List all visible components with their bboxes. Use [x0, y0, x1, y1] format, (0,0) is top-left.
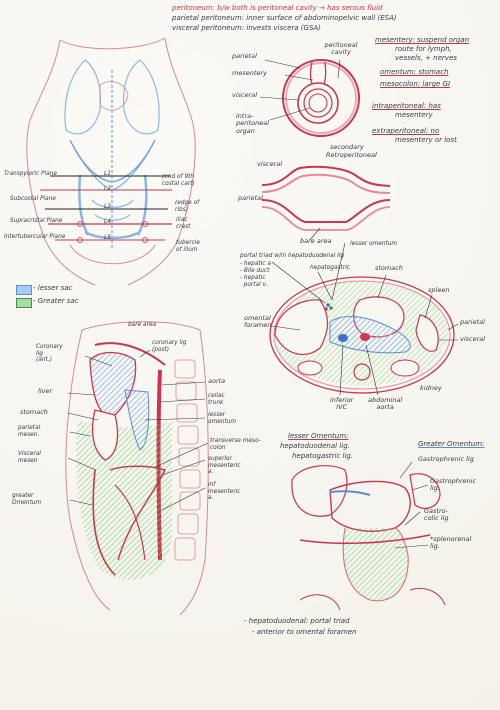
- def-extraperitoneal-text: extraperitoneal: no: [372, 127, 440, 135]
- label-kidney-cs: kidney: [420, 384, 442, 392]
- label-liver-sag: liver: [38, 387, 53, 395]
- def-mesentery: mesentery: suspend organ: [375, 36, 469, 45]
- label-visceral-mesen: Visceral mesen: [18, 451, 41, 464]
- note-greater-omentum-title-text: Greater Omentum:: [418, 440, 485, 448]
- label-gastrocolic: Gastro- colic lig: [424, 507, 449, 523]
- label-tubercle-ilium: tubercle of ilium: [176, 240, 200, 253]
- label-hepatic-a: - hepatic a: [240, 261, 271, 267]
- legend-swatch-greater-sac: [16, 298, 32, 308]
- note-hepatoduodenal: hepatoduodenal lig.: [280, 442, 350, 450]
- legend-swatch-lesser-sac: [16, 285, 32, 295]
- label-l4: L4: [104, 219, 111, 225]
- label-l5: L5: [104, 235, 111, 241]
- def-mesentery-3: vessels, + nerves: [395, 54, 457, 62]
- def-intraperitoneal-text: intraperitoneal: has: [372, 102, 441, 110]
- retroperitoneal-diagram: [261, 165, 391, 241]
- label-spleen-cs: spleen: [428, 286, 450, 294]
- label-peritoneal-cavity: peritoneal cavity: [324, 41, 358, 57]
- note-anterior-foramen: - anterior to omental foramen: [252, 628, 357, 636]
- label-supracristal-plane: Supracristal Plane: [10, 218, 63, 224]
- label-visceral: visceral: [232, 91, 258, 99]
- label-l3: L3: [104, 204, 111, 210]
- label-retro-parietal: parietal: [238, 194, 263, 202]
- label-bare-area: bare area: [300, 237, 332, 245]
- note-hepatogastric: hepatogastric lig.: [292, 452, 354, 460]
- note-visceral-peritoneum: visceral peritoneum: invests viscera (GS…: [172, 24, 321, 33]
- label-transverse-mesocolon: transverse meso- colon: [210, 438, 261, 451]
- label-transpyloric-plane: Transpyloric Plane: [4, 171, 57, 177]
- label-celiac-trunk: celiac trunk: [208, 393, 225, 406]
- def-omentum-text: omentum: stomach: [380, 68, 449, 76]
- label-intertubercular-plane: Intertubercular Plane: [4, 234, 66, 240]
- label-gastrophrenic-2: Gastrophrenic lig.: [430, 477, 477, 493]
- label-intraperitoneal-organ: intra- peritoneal organ: [236, 112, 270, 135]
- note-lesser-omentum-title: lesser Omentum:: [288, 432, 348, 441]
- label-aorta: aorta: [208, 377, 226, 385]
- label-l2: L2: [104, 186, 111, 192]
- note-lesser-omentum-title-text: lesser Omentum:: [288, 432, 349, 440]
- label-hepatogastric-cs: hepatogastric: [310, 265, 350, 271]
- note-hepatoduodenal-triad: - hepatoduodenal: portal triad: [244, 617, 350, 625]
- note-parietal-text: parietal peritoneum: inner surface of ab…: [172, 14, 397, 22]
- label-inf-mesenteric: inf mesenteric a.: [208, 482, 241, 502]
- def-mesentery-text: mesentery: suspend organ: [375, 36, 470, 44]
- label-inferior-ivc: inferior IVC: [330, 396, 354, 412]
- label-lesser-omentum-cs: lesser omentum: [350, 241, 398, 247]
- def-omentum: omentum: stomach: [380, 68, 449, 77]
- label-coronary-lig-ant: Coronary lig (ant.): [36, 344, 63, 364]
- label-secondary: secondary: [330, 143, 364, 151]
- label-gastrophrenic-1: Gastrophrenic lig: [418, 455, 474, 463]
- label-visceral-cs: visceral: [460, 335, 486, 343]
- label-parietal-cs: parietal: [460, 318, 485, 326]
- def-extraperitoneal: extraperitoneal: no: [372, 127, 439, 136]
- def-intraperitoneal: intraperitoneal: has: [372, 102, 441, 111]
- note-visceral-text: visceral peritoneum: invests viscera (GS…: [172, 24, 321, 32]
- label-bare-area-sag: bare area: [128, 322, 157, 328]
- label-stomach-cs: stomach: [375, 264, 403, 272]
- cross-section-diagram: [269, 242, 459, 396]
- note-greater-omentum-title: Greater Omentum:: [418, 440, 484, 449]
- label-portal-triad: portal triad w/in hepatoduodenal lig: [240, 253, 345, 259]
- label-superior-mesenteric: superior mesenteric a.: [208, 456, 241, 476]
- label-l1: L1: [104, 171, 111, 177]
- note-parietal-peritoneum: parietal peritoneum: inner surface of ab…: [172, 14, 397, 23]
- label-retroperitoneal: Retroperitoneal: [326, 151, 377, 159]
- label-coronary-lig-post: coronary lig (post): [152, 340, 187, 353]
- label-abdominal-aorta: abdominal aorta: [368, 396, 403, 412]
- peritoneal-cavity-diagram: [259, 59, 360, 137]
- label-parietal: parietal: [232, 52, 257, 60]
- legend-lesser-sac: - lesser sac: [33, 284, 73, 292]
- def-mesentery-2: route for lymph,: [395, 45, 452, 53]
- def-mesocolon: mesocolon: large GI: [380, 80, 450, 89]
- label-retro-visceral: visceral: [257, 160, 283, 168]
- label-stomach-sag: stomach: [20, 408, 48, 416]
- note-peritoneum: peritoneum: b/w both is peritoneal cavit…: [172, 4, 382, 13]
- note-peritoneum-text: peritoneum: b/w both is peritoneal cavit…: [172, 4, 383, 12]
- def-intraperitoneal-2: mesentery: [395, 111, 433, 119]
- label-parietal-mesen: parietal mesen.: [18, 425, 41, 438]
- label-mesentery: mesentery: [232, 69, 267, 77]
- label-edge-ribs: (edge of ribs): [175, 200, 200, 213]
- label-subcostal-plane: Subcostal Plane: [10, 196, 56, 202]
- def-mesocolon-text: mesocolon: large GI: [380, 80, 451, 88]
- label-greater-omentum-sag: greater Omentum: [12, 493, 42, 506]
- torso-drawing: [26, 37, 196, 286]
- label-omental-foramen: omental foramen: [244, 314, 272, 330]
- label-iliac-crest: iliac crest: [176, 217, 191, 230]
- label-hepatic-portal: - hepatic portal v.: [240, 275, 268, 288]
- label-bile-duct: - Bile duct: [240, 268, 270, 274]
- label-lesser-omentum-sag: lesser omentum: [208, 412, 237, 425]
- label-splenorenal: *splenorenal lig.: [430, 535, 472, 551]
- label-end-costal: (end of 9th costal cart): [162, 174, 195, 187]
- def-extraperitoneal-2: mesentery or lost: [395, 136, 457, 144]
- sagittal-section-diagram: [65, 321, 209, 616]
- legend-greater-sac: - Greater sac: [33, 297, 79, 305]
- omenta-diagram: [291, 461, 446, 611]
